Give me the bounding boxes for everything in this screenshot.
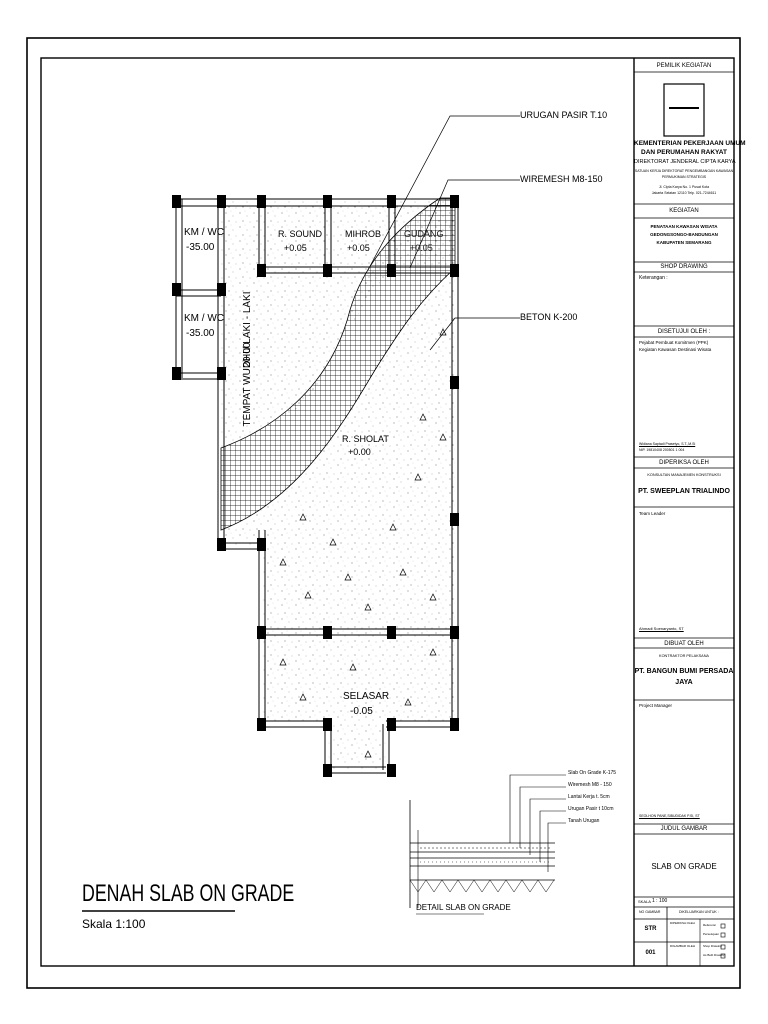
- room-mihrob-level: +0.05: [347, 243, 370, 253]
- tb-address-2: Jakarta Selatan 12110 Telp. 021-7244611: [651, 191, 717, 195]
- tb-kegiatan-3: KABUPATEN SEMARANG: [656, 240, 712, 245]
- concrete-aggregate-marks: [279, 328, 447, 758]
- tb-tl-name: Ahmadi Soenaryanto, ST: [639, 626, 684, 631]
- tb-address-1: Jl. Cipta Karya No. 1 Pusat Kota: [658, 185, 710, 189]
- detail-label-wiremesh: Wiremesh M8 - 150: [568, 782, 612, 788]
- tb-bangun-2: JAYA: [675, 679, 693, 686]
- floor-hatching: [220, 197, 456, 770]
- room-gudang-name: GUDANG: [404, 229, 444, 239]
- tb-ppk-nip: NIP. 19810408 200501 1 004: [639, 448, 685, 452]
- tb-bangun-1: PT. BANGUN BUMI PERSADA: [634, 668, 734, 675]
- tb-judul: SLAB ON GRADE: [651, 862, 717, 871]
- room-kmwc-1-level: -35.00: [186, 242, 215, 253]
- tb-satker-1: SATUAN KERJA DIREKTORAT PENGEMBANGAN KAW…: [634, 169, 734, 173]
- detail-section: [409, 774, 566, 915]
- title-block: [633, 58, 734, 966]
- leader-label-wiremesh: WIREMESH M8-150: [520, 174, 603, 184]
- tb-kontraktor: KONTRAKTOR PELAKSANA: [659, 654, 709, 658]
- tb-dikeluarkan: DIKELUARKAN UNTUK :: [679, 910, 719, 914]
- tb-kegiatan-1: PENATAAN KAWASAN WISATA: [650, 224, 718, 229]
- tb-number: 001: [645, 950, 656, 956]
- detail-label-slab: Slab On Grade K-175: [568, 770, 617, 776]
- tb-konsultan: KONSULTAN MANAJEMEN KONSTRUKSI: [647, 473, 721, 477]
- tb-team-leader: Team Leader: [639, 511, 666, 516]
- room-gudang-level: +0.05: [410, 243, 433, 253]
- room-rsound-name: R. SOUND: [278, 229, 323, 239]
- leader-label-urugan: URUGAN PASIR T.10: [520, 110, 608, 120]
- leader-label-beton: BETON K-200: [520, 312, 578, 322]
- tb-kegiatan-header: KEGIATAN: [669, 208, 699, 214]
- tb-kegiatan-2: GEDONGSONGO-BANDUNGAN: [650, 232, 718, 237]
- columns: [172, 195, 459, 777]
- tb-skala-label: SKALA: [638, 899, 651, 904]
- detail-label-tanah: Tanah Urugan: [568, 818, 600, 824]
- room-selasar-name: SELASAR: [343, 691, 390, 702]
- tb-diperiksa-header: DIPERIKSA OLEH: [659, 460, 709, 466]
- tb-code: STR: [644, 926, 657, 932]
- tb-opt-shop: Shop Drawing: [703, 944, 722, 948]
- tb-dibuat-header: DIBUAT OLEH: [664, 641, 704, 647]
- tb-ppk-name: Widiana Saptadi Prasetyo, S.T.,M.Si: [639, 442, 696, 446]
- room-kmwc-2-name: KM / WC: [184, 313, 224, 324]
- tb-shop-header: SHOP DRAWING: [660, 264, 708, 270]
- tb-digambar-oleh: DIGAMBAR OLEH: [670, 944, 696, 948]
- drawing-scale: Skala 1:100: [82, 917, 146, 931]
- room-sholat-level: +0.00: [348, 447, 371, 457]
- detail-title: DETAIL SLAB ON GRADE: [416, 903, 511, 912]
- room-rsound-level: +0.05: [284, 243, 307, 253]
- tb-keterangan: Keterangan :: [639, 275, 668, 281]
- tb-pm-name: SEOLHON PANE,SIBUDIDAK P.SI, ST: [639, 814, 700, 818]
- tb-judul-header: JUDUL GAMBAR: [660, 826, 708, 832]
- outer-frame: [26, 37, 741, 989]
- tb-pemilik-header: PEMILIK KEGIATAN: [656, 63, 712, 69]
- room-selasar-level: -0.05: [350, 706, 373, 717]
- tb-opt-asbuilt: As Built Drawing: [703, 953, 726, 957]
- tb-kementerian-2: DAN PERUMAHAN RAKYAT: [641, 149, 727, 156]
- tb-no-gambar: NO GAMBAR: [639, 910, 661, 914]
- drawing-main-title: DENAH SLAB ON GRADE: [82, 880, 295, 907]
- tb-skala-value: 1 : 100: [652, 898, 668, 904]
- tb-kementerian-1: KEMENTERIAN PEKERJAAN UMUM: [634, 140, 746, 147]
- tb-satker-2: PERMUKIMAN STRATEGIS: [661, 175, 707, 179]
- tb-opt-persetujuan: Persetujuan: [703, 932, 720, 936]
- detail-label-urugan: Urugan Pasir t 10cm: [568, 806, 614, 812]
- tb-sweeplan: PT. SWEEPLAN TRIALINDO: [638, 488, 730, 495]
- tb-opt-referensi: Referensi: [703, 923, 716, 927]
- tb-direktorat: DIREKTORAT JENDERAL CIPTA KARYA: [634, 159, 736, 165]
- detail-label-lantai-kerja: Lantai Kerja t. 5cm: [568, 794, 610, 800]
- tb-diperiksa-oleh: DIPERIKSA OLEH: [670, 921, 695, 925]
- room-kmwc-1-name: KM / WC: [184, 227, 224, 238]
- tb-pejabat-1: Pejabat Pembuat Komitmen (PPK): [639, 340, 709, 345]
- tb-pm: Project Manager: [639, 703, 673, 708]
- tb-disetujui-header: DISETUJUI OLEH :: [657, 329, 711, 335]
- room-wudhu-level: 20.00: [242, 342, 253, 368]
- room-kmwc-2-level: -35.00: [186, 328, 215, 339]
- leader-lines: [367, 115, 520, 351]
- inner-frame: [40, 57, 735, 967]
- tb-pejabat-2: Kegiatan Kawasan Destinasi Wisata: [639, 347, 712, 352]
- room-mihrob-name: MIHROB: [345, 229, 381, 239]
- room-sholat-name: R. SHOLAT: [342, 434, 389, 444]
